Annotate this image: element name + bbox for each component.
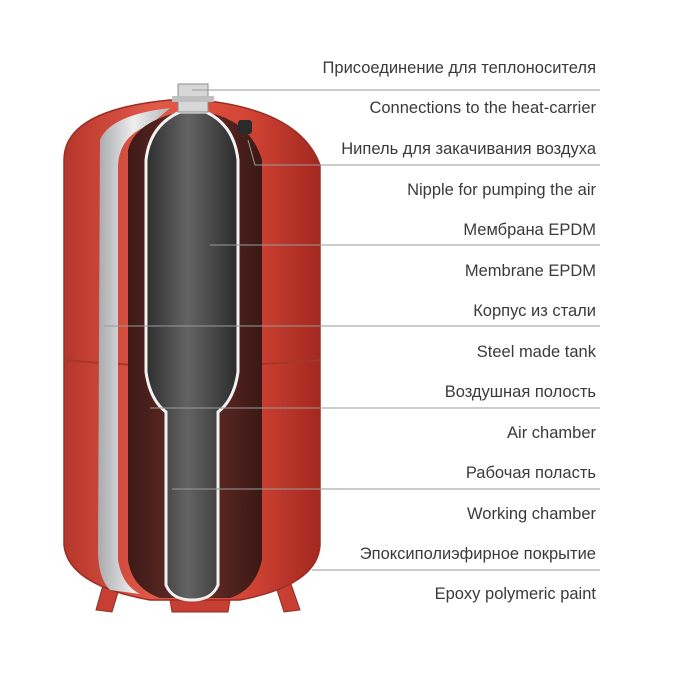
leader-lines <box>104 89 600 571</box>
epdm-membrane <box>144 110 240 602</box>
label-ru-epoxy-paint: Эпоксиполиэфирное покрытие <box>359 545 596 563</box>
label-ru-nipple: Нипель для закачивания воздуха <box>341 140 596 158</box>
label-ru-working-chamber: Рабочая поласть <box>465 464 596 482</box>
label-en-working-chamber: Working chamber <box>467 505 596 523</box>
label-en-steel-tank: Steel made tank <box>476 343 596 361</box>
heat-carrier-connection <box>172 83 214 113</box>
steel-shell <box>98 108 170 594</box>
label-en-membrane: Membrane EPDM <box>464 262 596 280</box>
label-en-nipple: Nipple for pumping the air <box>407 181 596 199</box>
label-ru-steel-tank: Корпус из стали <box>473 302 596 320</box>
label-en-connections: Connections to the heat-carrier <box>369 99 596 117</box>
label-ru-connections: Присоединение для теплоносителя <box>322 59 596 77</box>
air-nipple <box>238 120 252 134</box>
label-en-epoxy-paint: Epoxy polymeric paint <box>434 585 596 603</box>
label-ru-membrane: Мембрана EPDM <box>463 221 596 239</box>
label-en-air-chamber: Air chamber <box>507 424 596 442</box>
label-ru-air-chamber: Воздушная полость <box>444 383 596 401</box>
